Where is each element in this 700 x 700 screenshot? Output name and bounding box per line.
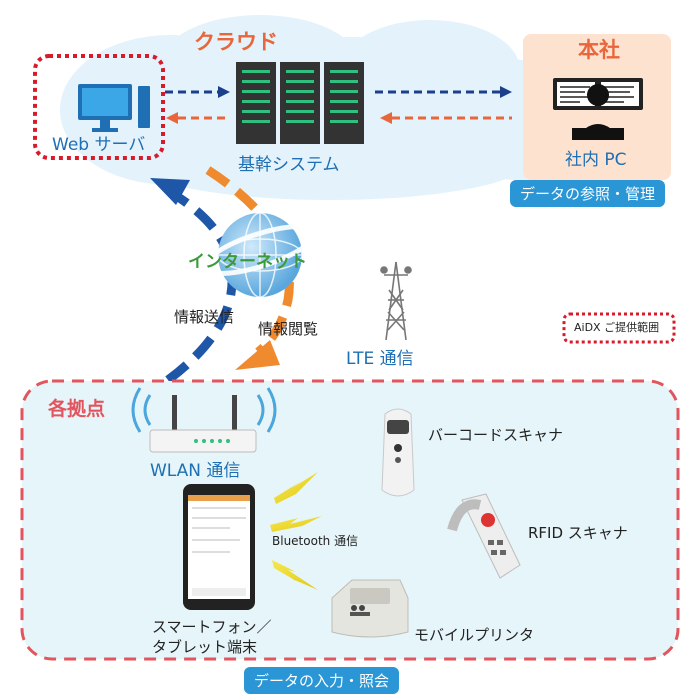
web-server-frame	[33, 54, 165, 160]
info-send-label: 情報送信	[174, 308, 235, 326]
router-icon	[131, 387, 277, 453]
internet-label: インターネット	[188, 252, 307, 272]
hq-pc-label: 社内 PC	[565, 150, 627, 170]
cloud-title: クラウド	[194, 30, 278, 54]
aidx-label: AiDX ご提供範囲	[574, 321, 660, 334]
cloud-shape	[60, 15, 610, 200]
arrow-core-to-hq	[375, 86, 512, 98]
bolt-icon-1	[274, 472, 318, 504]
printer-label: モバイルプリンタ	[414, 626, 535, 644]
site-title: 各拠点	[48, 398, 106, 420]
core-system-label: 基幹システム	[238, 155, 340, 175]
rfid-label: RFID スキャナ	[528, 524, 628, 542]
globe-icon	[202, 212, 318, 298]
arrow-hq-to-core	[380, 112, 512, 124]
wlan-label: WLAN 通信	[150, 461, 241, 481]
arrow-web-to-core	[165, 86, 230, 98]
smartphone-icon	[183, 484, 255, 610]
site-badge: データの入力・照会	[244, 667, 400, 694]
lte-tower-icon	[380, 261, 412, 341]
mobile-printer-icon	[331, 579, 409, 638]
web-server-label: Web サーバ	[52, 135, 146, 155]
bolt-icon-2	[270, 516, 322, 532]
bluetooth-label: Bluetooth 通信	[272, 534, 359, 548]
rfid-scanner-icon	[447, 493, 521, 579]
info-view-label: 情報閲覧	[258, 320, 319, 338]
bolt-icon-3	[272, 560, 318, 590]
smartphone-label-line1: スマートフォン／	[152, 618, 272, 636]
arrow-info-view	[205, 166, 294, 370]
server-rack-icon	[236, 62, 364, 144]
barcode-label: バーコードスキャナ	[428, 426, 564, 444]
smartphone-label-line2: タブレット端末	[152, 638, 258, 656]
barcode-scanner-icon	[381, 408, 415, 497]
hq-title: 本社	[578, 38, 620, 62]
aidx-frame	[562, 312, 676, 344]
lte-label: LTE 通信	[346, 349, 414, 369]
monitor-icon	[78, 84, 150, 132]
arrow-core-to-web	[166, 112, 230, 124]
hq-badge: データの参照・管理	[510, 180, 666, 207]
hq-pc-user-icon	[553, 78, 643, 140]
arrow-info-send	[150, 178, 237, 384]
